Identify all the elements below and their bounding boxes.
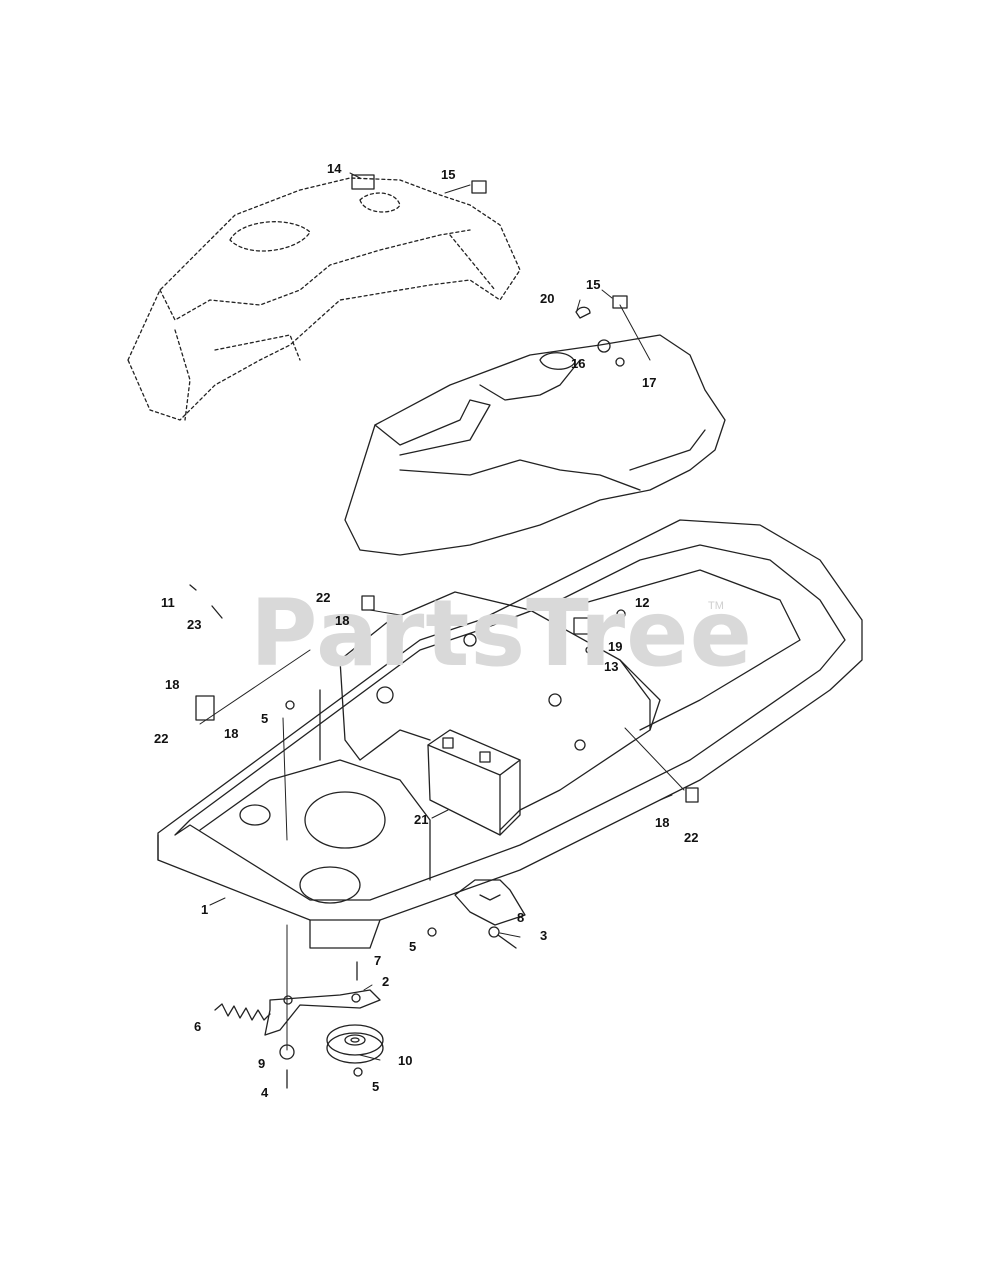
callout-18-left-lower: 18 [224,726,239,741]
callout-14: 14 [327,161,342,176]
watermark-trademark: TM [708,600,724,612]
callout-16: 16 [571,356,586,371]
callout-18-left-upper: 18 [165,677,180,692]
callout-4: 4 [261,1085,269,1100]
callout-9: 9 [258,1056,266,1071]
idler-pulley [326,1024,384,1064]
upper-body-panel [127,177,521,421]
spring [214,1003,271,1021]
callout-18-top: 18 [335,613,350,628]
watermark-logo: PartsTree [250,580,753,687]
leader-lines [199,172,685,1061]
idler-arm [264,989,381,1036]
callout-2: 2 [382,974,390,989]
hardware [189,174,699,1089]
main-frame [157,519,863,949]
rear-bracket [454,879,526,926]
callout-13: 13 [604,659,619,674]
callout-5-top: 5 [261,711,269,726]
callout-5-bottom: 5 [372,1079,380,1094]
callout-12: 12 [635,595,650,610]
callout-3: 3 [540,928,548,943]
callout-22-right: 22 [684,830,699,845]
callout-6: 6 [194,1019,202,1034]
callout-19: 19 [608,639,623,654]
center-tunnel [319,591,661,831]
callout-17: 17 [642,375,657,390]
callout-5-mid: 5 [409,939,417,954]
callout-22-top: 22 [316,590,331,605]
callout-22-left: 22 [154,731,169,746]
callout-23: 23 [187,617,202,632]
callout-11: 11 [161,595,175,610]
callout-15-lower: 15 [586,277,601,292]
callout-18-right: 18 [655,815,670,830]
callout-8: 8 [517,910,525,925]
battery [427,729,521,836]
seat-pan-panel [344,334,726,556]
callout-21: 21 [414,812,429,827]
callout-20: 20 [540,291,555,306]
callout-15-upper: 15 [441,167,456,182]
callout-1: 1 [201,902,209,917]
callout-7: 7 [374,953,382,968]
callout-10: 10 [398,1053,413,1068]
